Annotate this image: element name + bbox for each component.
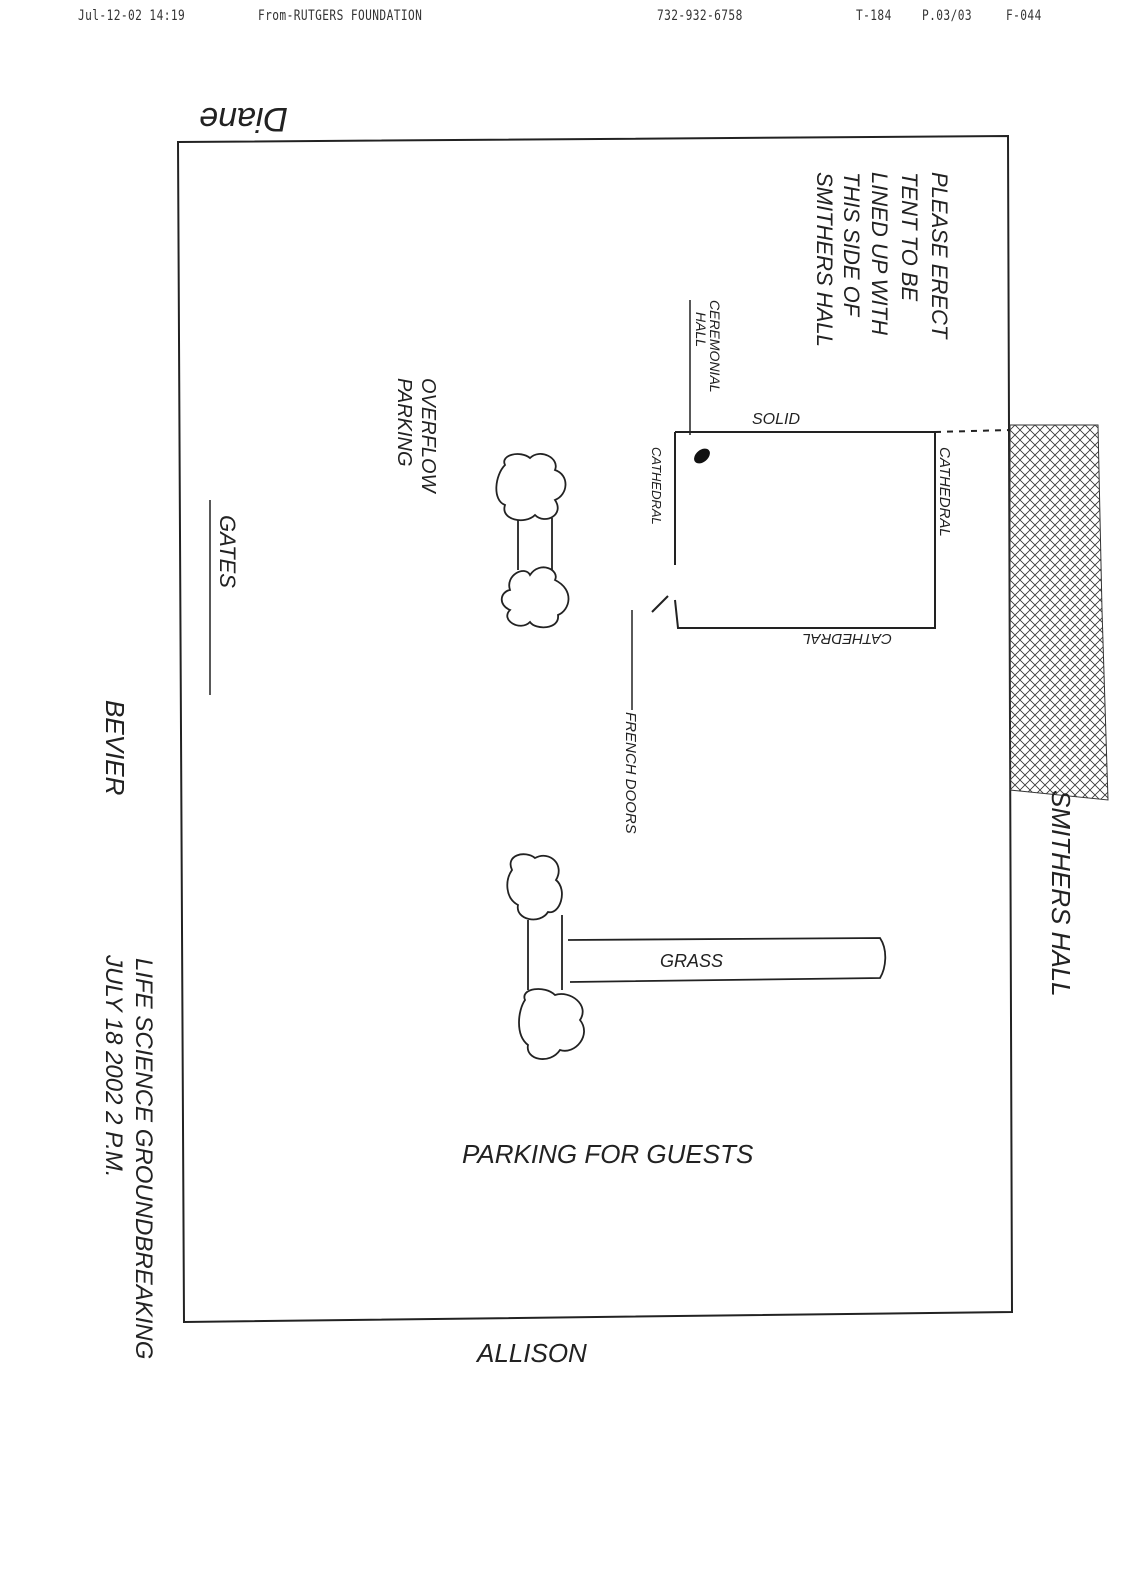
- event-title: LIFE SCIENCE GROUNDBREAKING: [130, 958, 157, 1359]
- landscaping: [495, 453, 887, 1060]
- instruction-line-2: TENT TO BE: [897, 172, 922, 301]
- site-boundary: [176, 134, 1014, 1324]
- ceremonial-hall-label-2: HALL: [693, 312, 709, 347]
- smithers-hall-label: SMITHERS HALL: [1046, 790, 1076, 997]
- fax-transmission: T-184: [856, 8, 892, 24]
- signature: Diane: [199, 100, 288, 138]
- fax-page: P.03/03: [922, 8, 973, 24]
- cathedral-bottom-label: CATHEDRAL: [802, 630, 892, 647]
- overflow-parking-label-2: PARKING: [393, 378, 415, 467]
- fax-from: From-RUTGERS FOUNDATION: [258, 8, 423, 24]
- fax-date-time: Jul-12-02 14:19: [78, 8, 186, 24]
- instruction-line-4: THIS SIDE OF: [839, 172, 864, 318]
- french-doors-label: FRENCH DOORS: [622, 712, 639, 834]
- parking-for-guests-label: PARKING FOR GUESTS: [462, 1139, 754, 1169]
- instruction-line-1: PLEASE ERECT: [927, 172, 952, 340]
- fax-phone: 732-932-6758: [657, 8, 743, 24]
- instruction-line-3: LINED UP WITH: [867, 172, 892, 335]
- ceremonial-hall-label-1: CEREMONIAL: [707, 300, 723, 393]
- event-date: JULY 18 2002 2 P.M.: [100, 954, 127, 1177]
- bevier-street-label: BEVIER: [100, 700, 130, 795]
- grass-label: GRASS: [660, 951, 723, 971]
- smithers-hall-building: [1009, 424, 1109, 801]
- cathedral-left-label: CATHEDRAL: [649, 447, 664, 525]
- signature-text: Diane: [199, 100, 288, 138]
- solid-label: SOLID: [752, 411, 800, 428]
- tent-outline: [651, 300, 1011, 629]
- entrance-marker: [694, 448, 710, 464]
- cathedral-right-label: CATHEDRAL: [936, 447, 953, 537]
- overflow-parking-label-1: OVERFLOW: [417, 378, 439, 495]
- allison-street-label: ALLISON: [475, 1338, 587, 1368]
- instruction-line-5: SMITHERS HALL: [812, 172, 837, 347]
- fax-id: F-044: [1006, 8, 1042, 24]
- gates-label: GATES: [215, 515, 240, 588]
